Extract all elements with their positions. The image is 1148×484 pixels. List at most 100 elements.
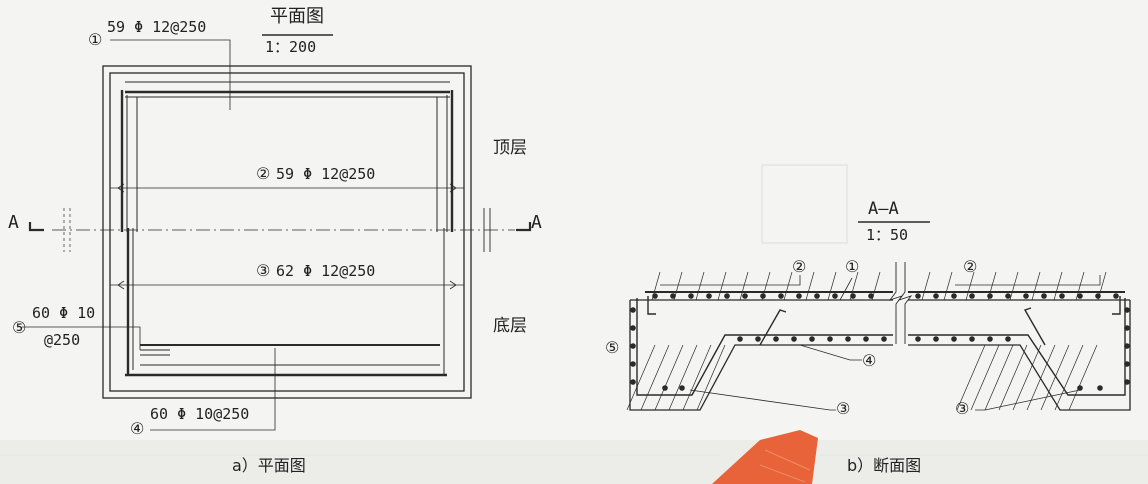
rebar-5-label-line1: 60 Φ 10 <box>32 304 96 322</box>
rebar-5-mark: ⑤ <box>12 318 27 337</box>
hatch-line <box>682 344 712 411</box>
hatch-line <box>921 271 931 301</box>
rebar-dot <box>951 336 957 342</box>
rebar-dot <box>845 336 851 342</box>
rebar-dot <box>827 336 833 342</box>
hatch-line <box>1053 271 1063 301</box>
rebar-dot <box>1124 379 1130 385</box>
hatch-line <box>805 271 815 301</box>
rebar-dot <box>1124 307 1130 313</box>
rebar-dot <box>670 293 676 299</box>
rebar-1-mark: ① <box>88 30 103 49</box>
rebar-5-label-line2: @250 <box>44 331 81 349</box>
rebar-2-mark: ② <box>256 164 271 183</box>
rebar-dot <box>832 293 838 299</box>
rebar-dot <box>1095 293 1101 299</box>
rebar-dot <box>933 293 939 299</box>
section-scale: 1：50 <box>866 226 909 244</box>
top-layer-label: 顶层 <box>493 138 527 158</box>
rebar-dot <box>951 293 957 299</box>
rebar-dot <box>1077 293 1083 299</box>
hatch-line <box>1026 344 1056 411</box>
rebar-dot <box>1005 293 1011 299</box>
rebar-dot <box>987 293 993 299</box>
rebar-dot <box>742 293 748 299</box>
orange-stamp <box>712 430 818 484</box>
rebar-3-mark: ③ <box>256 261 271 280</box>
hatch-line <box>668 344 698 411</box>
hatch-line <box>783 271 793 301</box>
rebar-dot <box>1124 325 1130 331</box>
section-mark-1: ① <box>845 257 860 276</box>
hatch-line <box>717 271 727 301</box>
plan-caption: a）平面图 <box>232 456 306 475</box>
plan-scale: 1：200 <box>265 38 317 56</box>
rebar-dot <box>760 293 766 299</box>
section-mark-4: ④ <box>862 351 877 370</box>
hatch-line <box>998 344 1028 411</box>
section-mark-left: A <box>8 212 19 233</box>
rebar-dot <box>969 336 975 342</box>
rebar-dot <box>809 336 815 342</box>
section-mark-3-left: ③ <box>836 399 851 418</box>
hatch-line <box>984 344 1014 411</box>
rebar-dot <box>630 361 636 367</box>
rebar-dot <box>1005 336 1011 342</box>
hatch-line <box>965 271 975 301</box>
rebar-3-label: 62 Φ 12@250 <box>276 262 376 280</box>
rebar-dot <box>755 336 761 342</box>
hatch-line <box>1054 344 1084 411</box>
rebar-dot <box>850 293 856 299</box>
rebar-dot <box>863 336 869 342</box>
hatch-line <box>1031 271 1041 301</box>
rebar-dot <box>987 336 993 342</box>
section-title: A—A <box>868 199 899 219</box>
rebar-dot <box>778 293 784 299</box>
rebar-dot <box>1023 293 1029 299</box>
rebar-dot <box>814 293 820 299</box>
hatch-line <box>827 271 837 301</box>
rebar-4-mark: ④ <box>130 419 145 438</box>
rebar-dot <box>630 343 636 349</box>
section-mark-right: A <box>531 212 542 233</box>
section-mark-3-right: ③ <box>955 399 970 418</box>
rebar-dot <box>796 293 802 299</box>
section-view <box>626 221 1131 411</box>
rebar-4-label: 60 Φ 10@250 <box>150 405 250 423</box>
rebar-dot <box>630 379 636 385</box>
hatch-line <box>626 344 656 411</box>
rebar-dot <box>688 293 694 299</box>
rebar-dot <box>1077 385 1083 391</box>
rebar-dot <box>881 336 887 342</box>
rebar-2-label: 59 Φ 12@250 <box>276 165 376 183</box>
rebar-dot <box>706 293 712 299</box>
rebar-dot <box>630 325 636 331</box>
rebar-dot <box>933 336 939 342</box>
rebar-1-label: 59 Φ 12@250 <box>107 18 207 36</box>
hatch-line <box>1040 344 1070 411</box>
rebar-dot <box>662 385 668 391</box>
rebar-dot <box>630 307 636 313</box>
rebar-dot <box>679 385 685 391</box>
rebar-dot <box>915 336 921 342</box>
rebar-dot <box>969 293 975 299</box>
hatch-line <box>956 344 986 411</box>
hatch-line <box>970 344 1000 411</box>
hatch-line <box>654 344 684 411</box>
rebar-dot <box>724 293 730 299</box>
hatch-line <box>739 271 749 301</box>
rebar-dot <box>1097 385 1103 391</box>
hatch-line <box>943 271 953 301</box>
hatch-line <box>695 271 705 301</box>
rebar-dot <box>1113 293 1119 299</box>
rebar-dot <box>652 293 658 299</box>
section-mark-2-right: ② <box>963 257 978 276</box>
plan-title: 平面图 <box>270 6 324 27</box>
rebar-dot <box>791 336 797 342</box>
plan-view <box>22 34 532 431</box>
rebar-dot <box>915 293 921 299</box>
rebar-dot <box>868 293 874 299</box>
hatch-line <box>1068 344 1098 411</box>
section-caption: b）断面图 <box>847 456 922 475</box>
